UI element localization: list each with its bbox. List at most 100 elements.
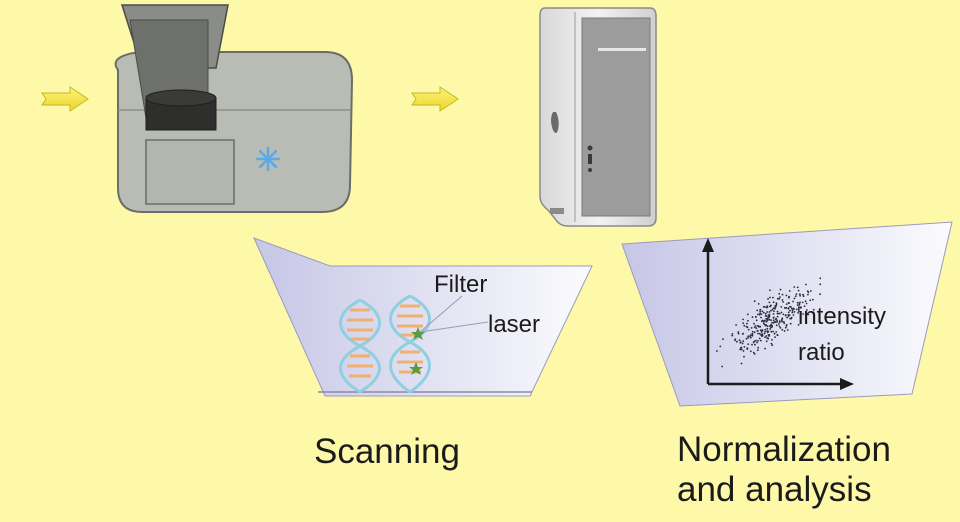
- scatter-dot: [769, 328, 771, 330]
- scatter-dot: [753, 300, 756, 303]
- normalization-caption-line2: and analysis: [677, 470, 872, 509]
- scatter-dot: [781, 299, 784, 301]
- scatter-dot: [805, 283, 807, 286]
- scatter-dot: [772, 313, 775, 315]
- scatter-dot: [734, 338, 737, 341]
- scatter-dot: [766, 319, 769, 322]
- scatter-dot: [767, 298, 769, 300]
- scatter-dot: [794, 295, 797, 298]
- scatter-dot: [766, 306, 769, 308]
- scatter-dot: [807, 293, 809, 296]
- scatter-dot: [774, 307, 776, 309]
- scatter-dot: [739, 341, 742, 344]
- scatter-dot: [753, 340, 756, 343]
- scatter-dot: [798, 302, 801, 305]
- scatter-dot: [785, 325, 788, 327]
- scatter-dot: [768, 311, 771, 313]
- dna-icon: [339, 298, 381, 394]
- scatter-dot: [783, 321, 785, 323]
- scatter-dot: [783, 322, 786, 325]
- scatter-dot: [743, 355, 745, 358]
- scatter-dot: [757, 313, 759, 316]
- scatter-plot-icon: [702, 238, 854, 390]
- laser-icon: [255, 146, 281, 172]
- scatter-dot: [753, 353, 756, 355]
- scatter-dot: [753, 322, 755, 325]
- scatter-dot: [757, 340, 759, 342]
- normalization-caption: Normalization and analysis: [677, 430, 891, 510]
- scatter-dot: [770, 342, 773, 345]
- scatter-dot: [779, 288, 782, 291]
- scatter-dot: [758, 337, 761, 340]
- scatter-dot: [735, 324, 737, 326]
- scatter-dot: [780, 306, 783, 308]
- scatter-dot: [761, 333, 764, 335]
- scatter-dot: [749, 334, 752, 336]
- scatter-dot: [764, 314, 767, 317]
- scatter-dot: [782, 313, 785, 316]
- scatter-dot: [743, 346, 746, 348]
- scatter-dot: [776, 315, 779, 318]
- scatter-dot: [765, 317, 768, 320]
- scatter-dot: [792, 307, 795, 310]
- scatter-dot: [759, 329, 762, 332]
- scatter-dot: [749, 350, 752, 353]
- scatter-dot: [770, 319, 772, 322]
- scatter-dot: [762, 306, 765, 308]
- scatter-dot: [819, 283, 822, 286]
- scatter-dot: [765, 335, 768, 337]
- scatter-dot: [803, 305, 806, 307]
- scatter-dot: [773, 321, 776, 323]
- filter-label: Filter: [434, 271, 487, 298]
- normalization-caption-line1: Normalization: [677, 430, 891, 469]
- scatter-dot: [778, 292, 781, 295]
- scatter-dot: [776, 310, 779, 313]
- scatter-dot: [754, 343, 756, 346]
- arrow-icon: [41, 86, 89, 112]
- scatter-dot: [785, 294, 788, 297]
- scatter-dot: [746, 347, 749, 350]
- scatter-dot: [799, 294, 801, 297]
- scatter-dot: [766, 325, 769, 327]
- scatter-dot: [742, 318, 744, 321]
- scatter-dot: [737, 331, 740, 334]
- scatter-dot: [785, 306, 788, 309]
- scatter-dot: [797, 324, 800, 326]
- scatter-dot: [768, 318, 771, 321]
- scatter-dot: [762, 311, 765, 314]
- scatter-dot: [809, 299, 812, 302]
- scatter-dot: [764, 347, 766, 350]
- ratio-label: ratio: [798, 339, 845, 366]
- scatter-dot: [742, 340, 745, 343]
- analysis-panel: intensity ratio: [621, 221, 953, 407]
- scatter-dot: [790, 317, 792, 320]
- scatter-dot: [797, 289, 800, 292]
- scatter-dot: [778, 325, 781, 328]
- scanner-icon: [114, 4, 354, 213]
- scatter-dot: [761, 310, 764, 313]
- scatter-dot: [775, 302, 778, 304]
- scatter-dot: [754, 339, 757, 342]
- scatter-dot: [756, 309, 759, 312]
- scatter-dot: [776, 297, 779, 300]
- scatter-dot: [763, 322, 765, 325]
- scatter-dot: [747, 336, 749, 339]
- scatter-dot: [771, 308, 774, 311]
- scatter-dot: [757, 303, 760, 305]
- scatter-dot: [799, 314, 802, 316]
- scatter-dot: [772, 330, 774, 333]
- scatter-dot: [797, 310, 800, 312]
- scatter-dot: [758, 313, 761, 316]
- scatter-dot: [792, 300, 794, 303]
- scatter-dot: [802, 295, 805, 298]
- scatter-dot: [782, 301, 784, 303]
- scatter-dot: [783, 330, 786, 332]
- scatter-dot: [756, 349, 759, 352]
- scatter-dot: [743, 324, 746, 327]
- scatter-dot: [806, 290, 809, 292]
- scatter-dot: [763, 332, 766, 335]
- scatter-dot: [793, 297, 796, 300]
- scatter-dot: [795, 308, 798, 311]
- scatter-dot: [796, 286, 799, 289]
